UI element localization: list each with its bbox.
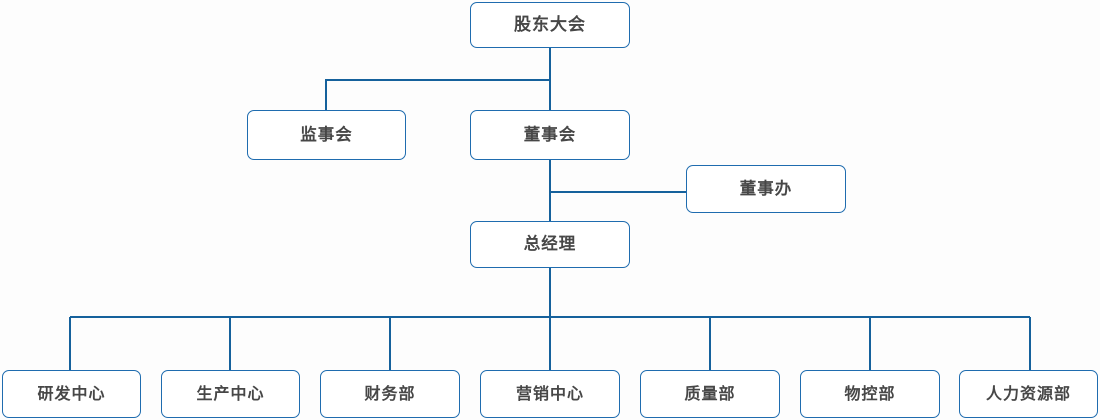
- node-label: 监事会: [300, 124, 353, 144]
- node-label: 股东大会: [514, 14, 586, 35]
- node-label: 董事会: [523, 124, 577, 144]
- node-finance-department[interactable]: 财务部: [320, 370, 460, 418]
- node-label: 营销中心: [515, 384, 584, 403]
- node-board-office[interactable]: 董事办: [686, 165, 846, 213]
- node-label: 人力资源部: [985, 384, 1071, 403]
- node-production-center[interactable]: 生产中心: [161, 370, 300, 418]
- node-marketing-center[interactable]: 营销中心: [480, 370, 620, 418]
- node-label: 总经理: [523, 234, 577, 254]
- node-board-of-supervisors[interactable]: 监事会: [247, 110, 406, 160]
- node-rnd-center[interactable]: 研发中心: [2, 370, 141, 418]
- node-label: 董事办: [739, 178, 793, 198]
- node-material-control-department[interactable]: 物控部: [800, 370, 940, 418]
- node-board-of-directors[interactable]: 董事会: [470, 110, 630, 160]
- connector-shareholders-to-supervisors: [325, 79, 550, 110]
- node-label: 生产中心: [196, 384, 265, 403]
- node-general-manager[interactable]: 总经理: [470, 221, 630, 268]
- node-human-resources-department[interactable]: 人力资源部: [959, 370, 1098, 418]
- node-quality-department[interactable]: 质量部: [640, 370, 780, 418]
- node-label: 财务部: [364, 384, 416, 403]
- node-label: 质量部: [684, 384, 736, 403]
- node-label: 研发中心: [37, 384, 106, 403]
- node-label: 物控部: [844, 384, 896, 403]
- node-shareholders-meeting[interactable]: 股东大会: [470, 2, 630, 48]
